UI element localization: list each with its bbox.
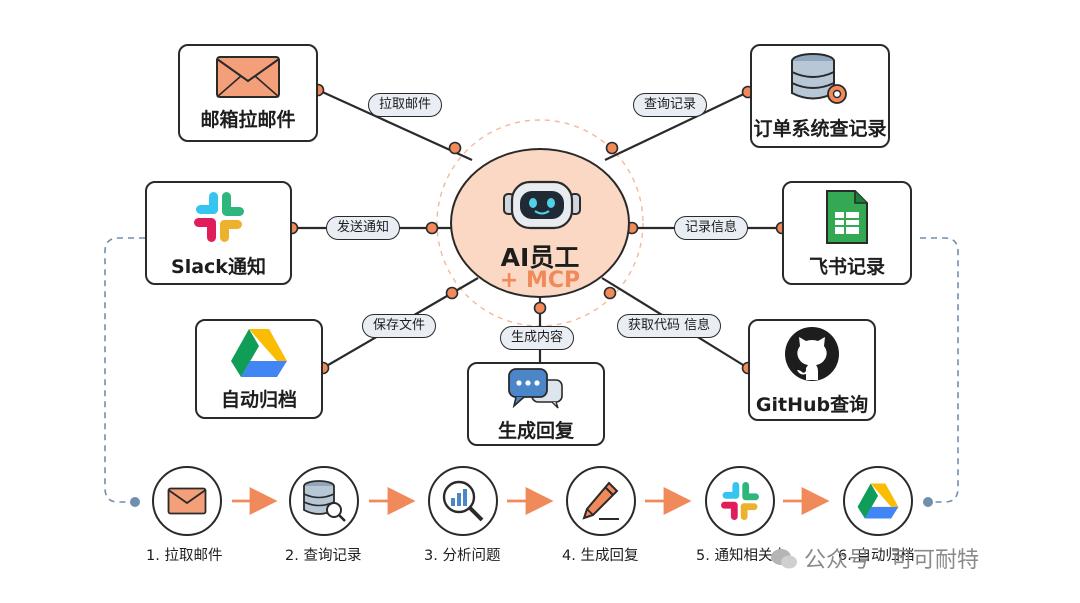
ai-agent-hub: AI员工 + MCP xyxy=(450,148,630,298)
watermark: 公众号 · 可可耐特 xyxy=(770,542,979,574)
envelope-icon xyxy=(216,55,280,98)
edge-dot xyxy=(603,286,617,300)
wechat-icon xyxy=(770,548,798,570)
edge-dot xyxy=(448,141,462,155)
robot-icon xyxy=(503,180,581,230)
node-orders-label: 订单系统查记录 xyxy=(753,117,887,140)
node-drive-label: 自动归档 xyxy=(220,388,297,411)
pencil-icon xyxy=(582,481,619,520)
edge-email xyxy=(317,88,473,162)
analytics-magnifier-icon xyxy=(442,480,484,522)
node-feishu-label: 飞书记录 xyxy=(808,255,885,278)
loop-left xyxy=(104,237,145,503)
edge-label-drive: 保存文件 xyxy=(362,314,437,338)
node-feishu: 飞书记录 xyxy=(782,181,912,285)
step-3-label: 3. 分析问题 xyxy=(424,548,501,564)
edge-label-email: 拉取邮件 xyxy=(368,93,443,117)
loop-right xyxy=(920,237,959,503)
watermark-text: 公众号 · 可可耐特 xyxy=(804,548,979,573)
step-4 xyxy=(566,466,636,536)
node-drive: 自动归档 xyxy=(195,319,323,419)
node-slack-label: Slack通知 xyxy=(171,255,266,278)
edge-orders xyxy=(604,91,749,161)
loop-right-dot xyxy=(923,497,933,507)
database-search-icon xyxy=(303,480,346,522)
step-1-label: 1. 拉取邮件 xyxy=(146,548,223,564)
node-email: 邮箱拉邮件 xyxy=(178,44,318,142)
github-icon xyxy=(785,326,839,381)
chat-bubbles-icon xyxy=(508,367,563,408)
loop-left-dot xyxy=(130,497,140,507)
step-2-label: 2. 查询记录 xyxy=(285,548,362,564)
google-drive-icon xyxy=(857,483,899,519)
edge-label-feishu: 记录信息 xyxy=(674,216,749,240)
node-reply-label: 生成回复 xyxy=(497,419,574,442)
step-3 xyxy=(428,466,498,536)
node-orders: 订单系统查记录 xyxy=(750,44,890,148)
step-5-label: 5. 通知相关人 xyxy=(696,548,787,564)
node-slack: Slack通知 xyxy=(145,181,292,285)
edge-dot xyxy=(605,141,619,155)
edge-dot xyxy=(425,221,439,235)
edge-dot xyxy=(533,301,547,315)
hub-title: AI员工 xyxy=(500,243,580,272)
node-email-label: 邮箱拉邮件 xyxy=(200,108,296,131)
node-reply: 生成回复 xyxy=(467,362,605,446)
step-4-label: 4. 生成回复 xyxy=(562,548,639,564)
slack-icon xyxy=(193,191,244,242)
step-5 xyxy=(705,466,775,536)
spreadsheet-icon xyxy=(826,189,868,244)
edge-label-slack: 发送通知 xyxy=(326,216,401,240)
step-6 xyxy=(843,466,913,536)
edge-label-reply: 生成内容 xyxy=(500,326,575,350)
edge-label-orders: 查询记录 xyxy=(633,93,708,117)
node-github: GitHub查询 xyxy=(748,319,876,421)
slack-icon xyxy=(721,482,759,520)
database-gear-icon xyxy=(791,52,847,104)
edge-dot xyxy=(445,286,459,300)
step-2 xyxy=(289,466,359,536)
google-drive-icon xyxy=(231,328,287,377)
step-6-label: 6. 自动归档 xyxy=(838,548,915,564)
hub-subtitle: + MCP xyxy=(499,268,581,293)
edge-label-github: 获取代码 信息 xyxy=(617,314,722,338)
step-1 xyxy=(152,466,222,536)
envelope-icon xyxy=(167,487,207,515)
node-github-label: GitHub查询 xyxy=(755,393,869,416)
